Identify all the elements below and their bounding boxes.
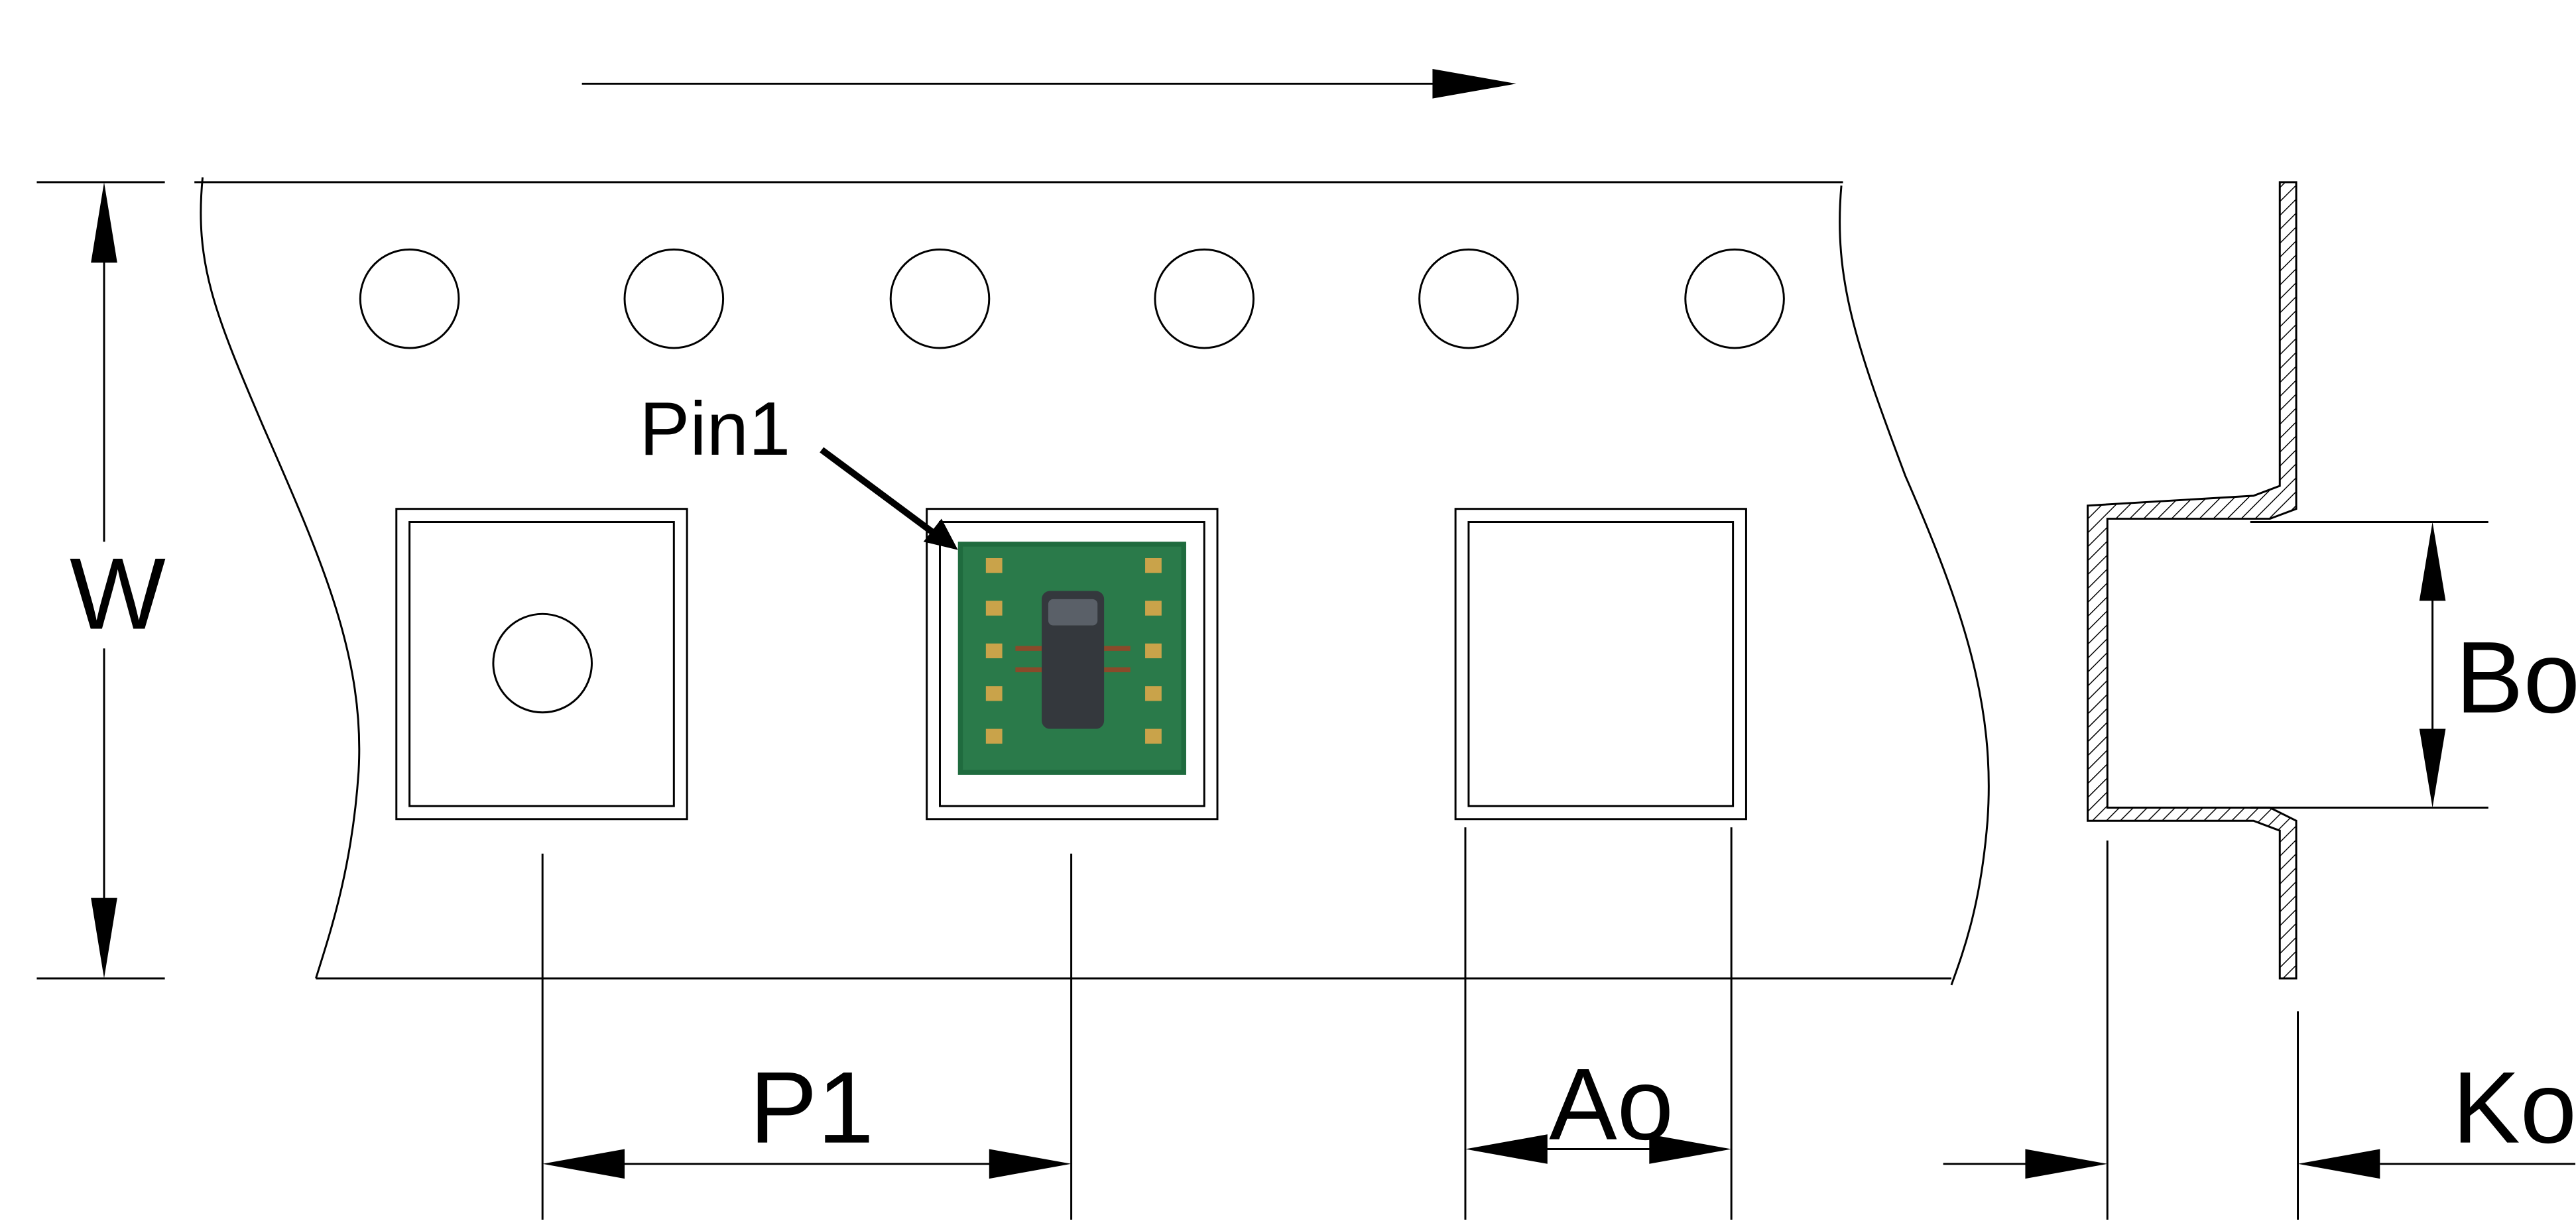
p1-dimension — [541, 853, 1073, 1220]
pin1-label: Pin1 — [639, 387, 790, 471]
pin1-callout: Pin1 — [639, 387, 958, 550]
w-dimension — [36, 181, 165, 980]
pocket-2 — [926, 508, 1219, 821]
sprocket-hole — [1154, 248, 1255, 349]
feed-direction-arrow — [582, 69, 1516, 99]
bo-label: Bo — [2455, 620, 2576, 734]
sprocket-hole — [1684, 248, 1785, 349]
sprocket-hole — [623, 248, 725, 349]
sprocket-hole — [889, 248, 991, 349]
ko-label: Ko — [2452, 1051, 2576, 1165]
bo-dimension — [2250, 521, 2488, 809]
ao-label: Ao — [1549, 1047, 1674, 1161]
cross-section — [2087, 181, 2298, 980]
sprocket-hole — [359, 248, 460, 349]
tape-left-wavy-edge — [200, 177, 361, 979]
component-image — [957, 542, 1186, 775]
w-label: W — [70, 536, 166, 650]
tape-right-wavy-edge — [1839, 185, 1990, 986]
ao-dimension — [1464, 827, 1733, 1220]
pocket-3 — [1454, 508, 1747, 821]
sprocket-hole — [1418, 248, 1519, 349]
pocket-1 — [395, 508, 688, 821]
carrier-tape — [194, 177, 1990, 986]
p1-label: P1 — [749, 1051, 874, 1165]
pocket-hole — [492, 612, 593, 714]
ko-dimension — [1943, 840, 2576, 1220]
sprocket-holes — [359, 248, 1785, 349]
